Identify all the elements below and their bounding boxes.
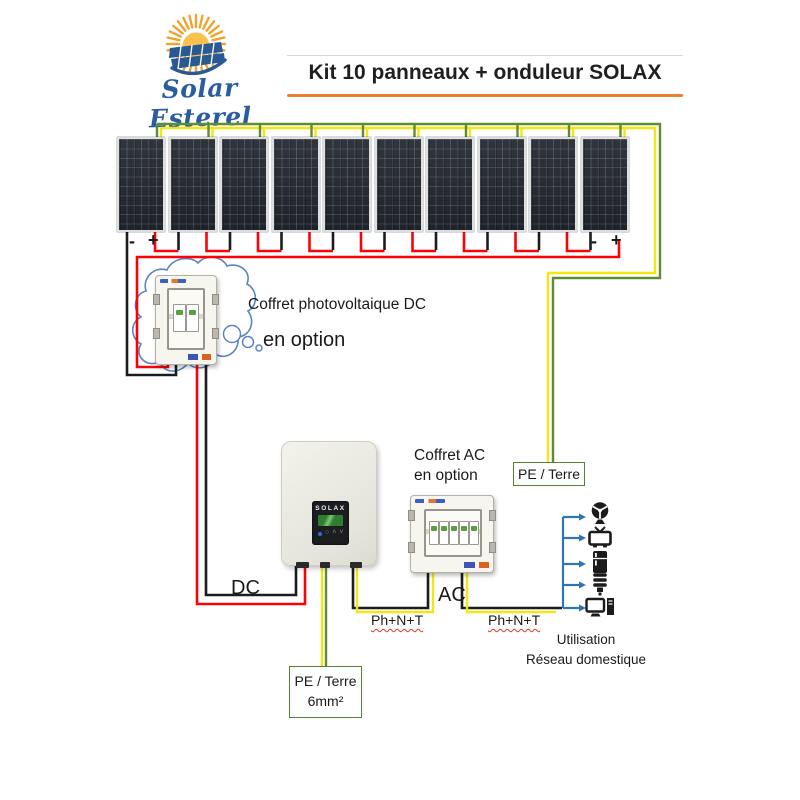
dc-box-label-sticker-orange <box>202 354 211 360</box>
pv-terminal-minus-left: - <box>129 231 135 251</box>
mount-clip <box>489 542 496 553</box>
ac-combiner-box <box>408 495 496 573</box>
usage-caption: Utilisation Réseau domestique <box>516 630 656 669</box>
ac-box-window <box>424 509 482 557</box>
dc-wire-label: DC <box>231 577 260 599</box>
string-positive-red-wire <box>135 241 621 369</box>
ac-breaker <box>459 521 469 545</box>
header-divider <box>287 55 683 56</box>
ac-output-connector <box>350 562 362 568</box>
ac-wire1-yellow <box>355 562 435 614</box>
solar-panel <box>580 137 629 232</box>
pv-terminal-plus-left: + <box>148 230 159 250</box>
ac-wire-label: AC <box>438 584 466 606</box>
solar-panel <box>477 137 526 232</box>
solar-panel <box>426 137 474 232</box>
mount-clip <box>212 294 219 305</box>
mount-clip <box>408 542 415 553</box>
ac-box-label-line2: en option <box>414 467 478 485</box>
thought-cloud-bubbles <box>222 324 263 352</box>
pv-terminal-plus-right: + <box>611 230 622 250</box>
ac-wire2-yellow <box>465 570 556 614</box>
panel-series-links <box>153 230 592 253</box>
ac-box-brand-sticker <box>415 499 445 503</box>
ac-box-label-sticker-blue <box>464 562 475 568</box>
ac-breaker <box>429 521 439 545</box>
appliance-arrows <box>563 513 586 612</box>
tv-icon <box>586 526 614 553</box>
pe-terre-6mm-line1: PE / Terre <box>294 673 357 689</box>
pe-terre-6mm-box: PE / Terre 6mm² <box>289 666 362 718</box>
dc-box-brand-sticker <box>160 279 186 283</box>
solax-inverter: SOLAX ○˄˅ <box>281 441 377 568</box>
dc-combiner-box <box>153 275 219 365</box>
solar-panel <box>220 137 268 232</box>
dc-red-wire-to-inverter <box>195 361 307 606</box>
ac-breaker <box>469 521 479 545</box>
pe-bus-green-wire <box>157 122 662 463</box>
dc-box-label: Coffret photovoltaique DC <box>248 296 427 313</box>
mount-clip <box>153 328 160 339</box>
mount-clip <box>212 328 219 339</box>
inverter-display <box>318 515 343 526</box>
page-title: Kit 10 panneaux + onduleur SOLAX <box>308 61 662 84</box>
dc-box-option-label: en option <box>263 329 346 351</box>
dc-box-window <box>167 288 205 350</box>
pe-terre-6mm-line2: 6mm² <box>307 693 344 710</box>
solar-panel <box>529 137 577 232</box>
solar-panel <box>117 137 165 232</box>
usage-line1: Utilisation <box>556 632 616 647</box>
solar-panel <box>168 137 217 232</box>
fan-icon <box>586 501 614 530</box>
inverter-buttons: ○˄˅ <box>325 529 347 536</box>
pe-bus-yellow-wire <box>161 126 657 463</box>
pe-connector <box>320 562 330 568</box>
inverter-brand: SOLAX <box>315 505 346 512</box>
ac-box-label-sticker-orange <box>479 562 489 568</box>
dc-input-connector <box>296 562 309 568</box>
solar-panel <box>323 137 371 232</box>
mount-clip <box>408 510 415 521</box>
mount-clip <box>489 510 496 521</box>
ac-box-label: Coffret AC en option <box>414 446 485 487</box>
cfl-bulb-icon <box>588 572 612 601</box>
pv-terminal-minus-right: - <box>591 231 597 251</box>
dc-breaker <box>186 304 199 332</box>
solar-panel <box>374 137 423 232</box>
ac-breaker <box>449 521 459 545</box>
mount-clip <box>153 294 160 305</box>
solar-panel <box>271 137 320 232</box>
ac-wire2-black <box>460 570 562 610</box>
string-negative-black-wire <box>125 230 178 377</box>
ph-n-t-label-left: Ph+N+T <box>371 612 424 628</box>
pe-terre-box: PE / Terre <box>513 462 585 486</box>
ac-box-label-line1: Coffret AC <box>414 447 486 464</box>
computer-icon <box>585 597 615 622</box>
dc-box-label-sticker-blue <box>188 354 198 360</box>
inverter-led <box>318 532 322 536</box>
sun-solar-logo-icon <box>165 13 227 76</box>
ph-n-t-label-right: Ph+N+T <box>488 612 541 628</box>
ac-breaker <box>439 521 449 545</box>
fridge-icon <box>589 550 611 579</box>
header-accent-line <box>287 94 683 97</box>
dc-black-wire-to-inverter <box>204 361 298 597</box>
usage-line2: Réseau domestique <box>525 651 647 667</box>
ac-wire1-black <box>351 562 430 610</box>
dc-breaker <box>173 304 186 332</box>
inverter-front-panel: SOLAX ○˄˅ <box>312 501 349 545</box>
